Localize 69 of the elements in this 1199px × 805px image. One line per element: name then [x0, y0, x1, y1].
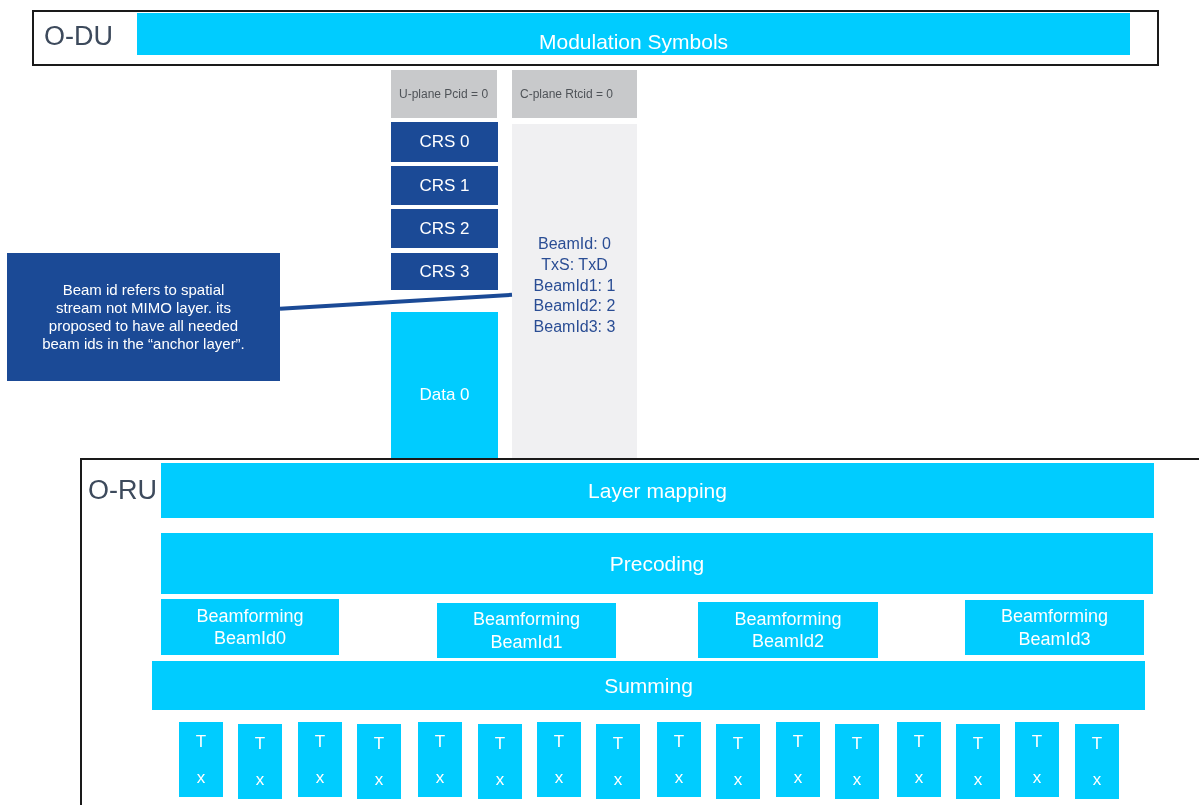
tx-block	[179, 722, 223, 797]
block-text: Precoding	[609, 551, 705, 576]
block-text: Summing	[604, 673, 693, 698]
tx-block	[835, 724, 879, 799]
block-text: Data 0	[419, 385, 470, 405]
block-text: T x	[253, 732, 267, 791]
system-frame	[80, 458, 1199, 805]
tx-block	[537, 722, 581, 797]
block-text: CRS 3	[419, 261, 470, 282]
block-text: T x	[850, 732, 864, 791]
tx-block	[716, 724, 760, 799]
beamforming-block	[437, 603, 616, 658]
crs-block	[391, 209, 498, 248]
block-text: Beam id refers to spatial stream not MIMO layer. its proposed to have all needed beam ids in the “anchor layer”.	[41, 281, 246, 353]
block-text: T x	[433, 730, 447, 789]
block-text: T x	[372, 732, 386, 791]
block-text: T x	[1090, 732, 1104, 791]
beamforming-block	[698, 602, 878, 658]
block-text: BeamId: 0 TxS: TxD BeamId1: 1 BeamId2: 2 BeamId3: 3	[532, 234, 617, 338]
tx-block	[776, 722, 820, 797]
block-text: T x	[731, 732, 745, 791]
control-column	[512, 124, 637, 458]
tx-block	[1075, 724, 1119, 799]
block-text: Modulation Symbols	[538, 30, 729, 54]
tx-block	[238, 724, 282, 799]
process-bar	[137, 13, 1130, 55]
data-block	[391, 312, 498, 458]
crs-block	[391, 122, 498, 162]
block-text: T x	[672, 730, 686, 789]
block-text: T x	[791, 730, 805, 789]
block-text: T x	[194, 730, 208, 789]
block-text: CRS 1	[419, 175, 470, 196]
tx-block	[897, 722, 941, 797]
tx-block	[596, 724, 640, 799]
block-text: T x	[313, 730, 327, 789]
block-text: C-plane Rtcid = 0	[520, 87, 614, 101]
block-text: Beamforming BeamId2	[733, 607, 843, 653]
block-text: T x	[912, 730, 926, 789]
system-frame	[32, 10, 1159, 66]
block-text: U-plane Pcid = 0	[399, 87, 489, 101]
process-bar	[161, 533, 1153, 594]
crs-block	[391, 166, 498, 205]
tx-block	[1015, 722, 1059, 797]
block-text: CRS 2	[419, 218, 470, 239]
tx-block	[478, 724, 522, 799]
leader-line	[279, 292, 513, 311]
plane-header	[391, 70, 497, 118]
block-text: Layer mapping	[588, 478, 727, 503]
block-text: Beamforming BeamId0	[195, 604, 305, 650]
process-bar	[152, 661, 1145, 710]
block-text: T x	[971, 732, 985, 791]
plane-header	[512, 70, 637, 118]
beamforming-block	[161, 599, 339, 655]
tx-block	[418, 722, 462, 797]
crs-block	[391, 253, 498, 290]
block-text: Beamforming BeamId3	[999, 605, 1109, 650]
block-text: T x	[493, 732, 507, 791]
callout-box	[7, 253, 280, 381]
tx-block	[357, 724, 401, 799]
process-bar	[161, 463, 1154, 518]
tx-block	[956, 724, 1000, 799]
block-text: CRS 0	[419, 132, 470, 152]
tx-block	[298, 722, 342, 797]
block-text: Beamforming BeamId1	[471, 608, 581, 653]
block-text: T x	[552, 730, 566, 789]
block-text: T x	[611, 732, 625, 791]
tx-block	[657, 722, 701, 797]
beamforming-block	[965, 600, 1144, 655]
block-text: T x	[1030, 730, 1044, 789]
